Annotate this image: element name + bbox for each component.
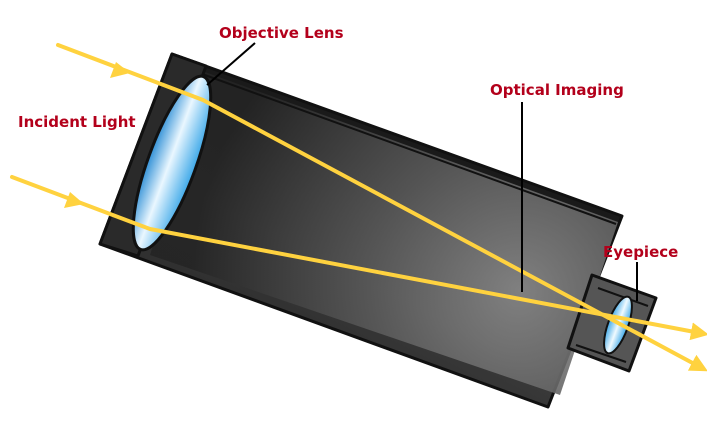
eyepiece-inner-bottom bbox=[575, 344, 627, 363]
tube-inner-light bbox=[150, 72, 618, 395]
eyepiece-tube bbox=[566, 273, 658, 373]
label-eyepiece: Eyepiece bbox=[603, 243, 678, 261]
arrowhead-icon bbox=[64, 192, 84, 208]
label-objective-lens: Objective Lens bbox=[219, 24, 344, 42]
light-ray-upper bbox=[56, 43, 707, 372]
label-optical-imaging: Optical Imaging bbox=[490, 81, 624, 99]
light-ray-lower bbox=[10, 175, 707, 341]
objective-lens bbox=[131, 74, 213, 252]
light-rays bbox=[10, 43, 707, 372]
leader-objective-lens bbox=[206, 42, 256, 86]
leader-lines bbox=[206, 42, 638, 301]
tube-top-edge bbox=[179, 65, 617, 225]
label-incident-light: Incident Light bbox=[18, 113, 136, 131]
arrowhead-icon bbox=[110, 62, 130, 78]
